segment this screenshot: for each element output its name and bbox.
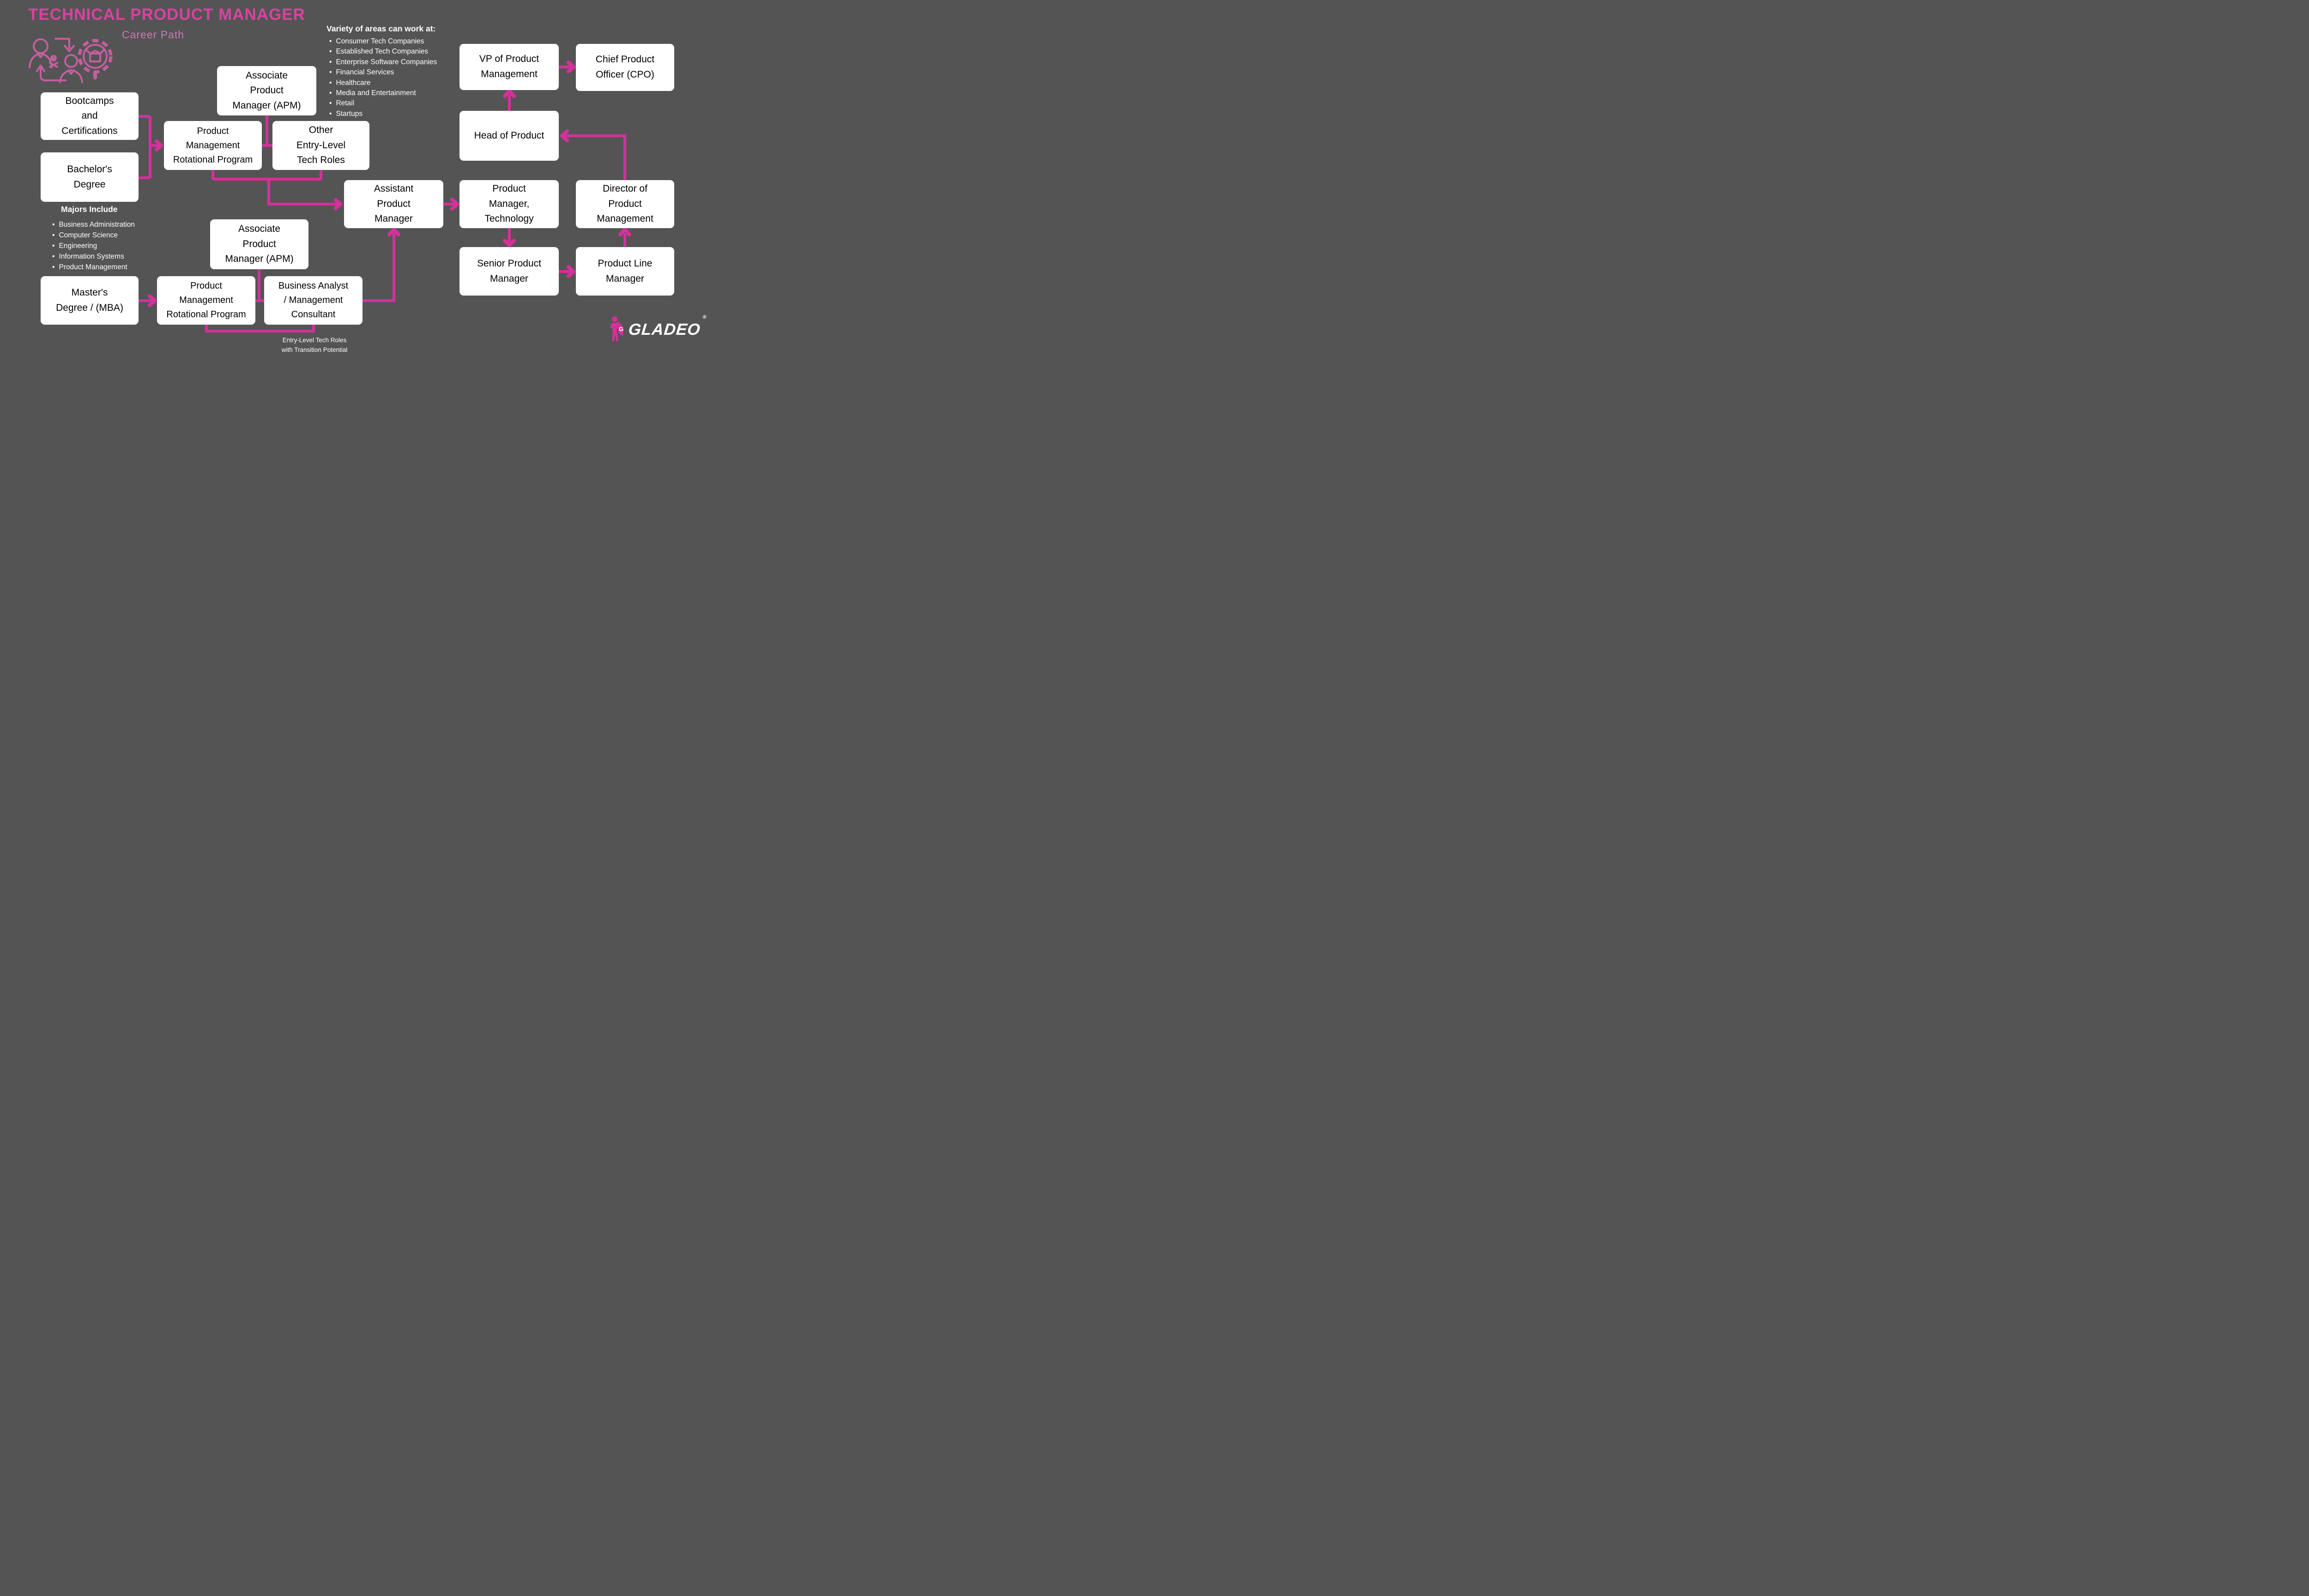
down-arrow-head <box>64 45 75 52</box>
node-director-of-product-management: Director of Product Management <box>576 180 674 228</box>
box-flaps <box>86 49 104 54</box>
connector-bottom-bracket <box>205 325 315 332</box>
list-item: Information Systems <box>52 251 135 262</box>
connector-pm-tech-to-senior <box>503 228 516 247</box>
person-body <box>59 69 83 83</box>
list-item: Enterprise Software Companies <box>329 57 437 67</box>
connector-education-to-rotational <box>139 115 163 179</box>
node-associate-product-manager-bottom: Associate Product Manager (APM) <box>210 219 308 269</box>
gear-inner <box>83 44 108 69</box>
node-chief-product-officer: Chief Product Officer (CPO) <box>576 44 674 91</box>
list-item: Product Management <box>52 262 135 272</box>
hero-legs <box>612 333 618 341</box>
hero-body <box>612 323 617 333</box>
check-mark <box>51 56 56 60</box>
hero-cape <box>617 321 623 336</box>
handshake-icon <box>49 62 58 68</box>
node-vp-of-product-management: VP of Product Management <box>459 44 559 90</box>
connector-product-line-to-director <box>618 228 631 247</box>
connector-topcluster-to-assistant-pm <box>212 170 342 210</box>
entry-level-caption: Entry-Level Tech Roles with Transition P… <box>281 337 348 353</box>
list-item: Computer Science <box>52 230 135 241</box>
person-collar <box>67 69 75 75</box>
node-product-line-manager: Product Line Manager <box>576 247 674 296</box>
list-item: Retail <box>329 98 437 109</box>
person-icon <box>33 38 48 54</box>
node-head-of-product: Head of Product <box>459 111 559 161</box>
gladeo-logo: G GLADEO® <box>610 314 707 343</box>
gladeo-hero-icon: G <box>610 316 623 341</box>
node-masters-degree-mba: Master's Degree / (MBA) <box>41 276 139 325</box>
node-associate-product-manager-top: Associate Product Manager (APM) <box>217 66 316 115</box>
connector-assistant-to-pm-tech <box>443 198 459 211</box>
down-arrow-icon <box>54 38 70 49</box>
list-item: Business Administration <box>52 219 135 230</box>
node-pm-rotational-program-bottom: Product Management Rotational Program <box>157 276 255 325</box>
majors-list: Business AdministrationComputer ScienceE… <box>52 219 135 272</box>
node-bachelors-degree: Bachelor's Degree <box>41 152 139 202</box>
person-body <box>29 53 53 68</box>
connector-vp-to-cpo <box>559 60 575 73</box>
list-item: Media and Entertainment <box>329 88 437 98</box>
connector-senior-to-product-line <box>559 265 575 278</box>
page-title: TECHNICAL PRODUCT MANAGER <box>28 6 305 24</box>
list-item: Engineering <box>52 241 135 251</box>
node-business-analyst-consultant: Business Analyst / Management Consultant <box>264 276 363 325</box>
node-senior-product-manager: Senior Product Manager <box>459 247 559 296</box>
people-exchange-gear-icon <box>29 38 113 83</box>
list-item: Startups <box>329 109 437 119</box>
connector-apm-top-stem <box>262 115 272 147</box>
check-icon <box>50 55 57 61</box>
majors-heading: Majors Include <box>61 205 118 214</box>
hero-g-letter: G <box>619 326 623 332</box>
person-collar <box>37 53 44 58</box>
registered-mark: ® <box>702 314 707 320</box>
hero-arms <box>610 323 619 328</box>
node-other-entry-level-tech-roles: Other Entry-Level Tech Roles <box>272 121 369 170</box>
box-icon <box>89 53 101 62</box>
node-pm-rotational-program-top: Product Management Rotational Program <box>164 121 262 170</box>
hero-head <box>612 316 617 322</box>
list-item: Financial Services <box>329 67 437 78</box>
page-subtitle: Career Path <box>122 29 185 41</box>
node-bootcamps-certifications: Bootcamps and Certifications <box>41 92 139 140</box>
work-areas-heading: Variety of areas can work at: <box>326 24 436 33</box>
connector-head-to-vp <box>503 89 516 111</box>
connector-apm-bottom-stem <box>255 269 264 302</box>
up-arrow-head <box>36 65 45 72</box>
node-assistant-product-manager: Assistant Product Manager <box>344 180 443 228</box>
list-item: Consumer Tech Companies <box>329 36 437 47</box>
list-item: Healthcare <box>329 78 437 88</box>
node-product-manager-technology: Product Manager, Technology <box>459 180 559 228</box>
work-areas-list: Consumer Tech CompaniesEstablished Tech … <box>329 36 437 119</box>
gladeo-wordmark: GLADEO® <box>627 314 707 339</box>
connector-masters-to-rotational-bottom <box>139 294 157 307</box>
person-icon <box>64 54 78 68</box>
up-arrow-icon <box>40 67 66 81</box>
connector-business-analyst-to-assistant-pm <box>363 228 400 302</box>
list-item: Established Tech Companies <box>329 47 437 57</box>
